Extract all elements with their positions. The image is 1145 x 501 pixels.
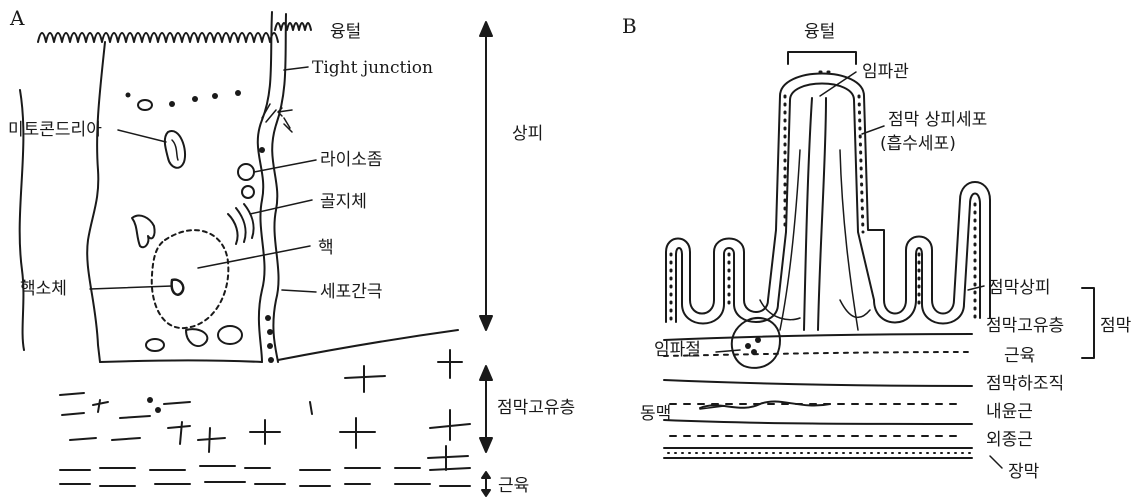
leader-lysosome [254,160,316,172]
label-outer-longitudinal-muscle: 외종근 [986,430,1033,450]
label-lysosome: 라이소좀 [320,150,383,170]
label-mucosal-epithelium: 점막상피 [988,278,1051,298]
label-absorptive-cell: (흡수세포) [880,134,956,154]
cell-membrane-right-inner [272,14,286,362]
leader-mucosal-epithelium [968,286,984,290]
villus-bracket [788,52,856,64]
epithelium-arrow [480,22,492,330]
golgi-apparatus [228,204,254,244]
label-villi-a: 융털 [330,22,361,42]
label-nucleus: 핵 [318,238,334,258]
mitochondrion-1 [165,131,185,168]
muscularis-mucosae-line [664,334,972,340]
leader-nucleolus [90,286,172,289]
label-inner-circular-muscle: 내윤근 [986,402,1033,422]
cell-basal-border [100,330,458,362]
label-mitochondria: 미토콘드리아 [8,120,102,140]
label-mucosa: 점막 [1100,316,1131,336]
label-nucleolus: 핵소체 [20,279,67,299]
leader-intercellular-space [282,290,316,292]
panel-b-letter: B [622,14,637,38]
leader-golgi [250,200,312,214]
lymph-node [732,318,780,368]
cell-left-wall [87,42,105,362]
lacteal-vessel [804,98,826,330]
panel-a-letter: A [10,6,24,30]
label-submucosa: 점막하조직 [986,374,1064,394]
label-lamina-propria-b: 점막고유층 [986,316,1064,336]
lysosome-1 [238,164,254,180]
label-epithelium: 상피 [512,124,543,144]
label-tight-junction: Tight junction [312,58,433,78]
label-epithelial-cell: 점막 상피세포 [888,110,987,130]
label-muscle-a: 근육 [498,476,529,496]
leader-mitochondria [118,130,166,142]
label-golgi: 골지체 [320,192,367,212]
submucosa-upper-line [664,352,972,356]
label-intercellular-space: 세포간극 [320,282,383,302]
cell-membrane-right-outer [258,12,272,362]
leader-serosa [990,456,1002,468]
label-serosa: 장막 [1008,462,1039,482]
submucosa-line [664,380,972,386]
muscle-arrow [482,472,490,496]
nucleolus-shape [172,280,184,295]
leader-lymph-node [716,350,740,352]
label-lamina-propria-a: 점막고유층 [497,398,575,418]
inner-circular-muscle-line [664,420,972,424]
leader-tight-junction [284,67,308,70]
nucleus-outline [152,230,229,328]
label-artery: 동맥 [640,404,671,424]
microvilli-border-right [275,23,311,30]
label-muscularis-mucosae: 근육 [1004,346,1035,366]
label-lacteal: 임파관 [862,62,909,82]
muscle-layer-marks [60,466,470,486]
label-lymph-node: 임파절 [654,340,701,360]
leader-nucleus [198,246,310,268]
golgi-left [132,216,155,248]
microvilli-border [38,33,278,42]
lamina-propria-arrow [480,366,492,452]
lamina-propria-marks [60,350,470,470]
panel-a-drawing [20,12,492,496]
mucosa-bracket [1082,288,1094,358]
label-villus-b: 융털 [804,22,835,42]
vesicles [126,90,275,413]
